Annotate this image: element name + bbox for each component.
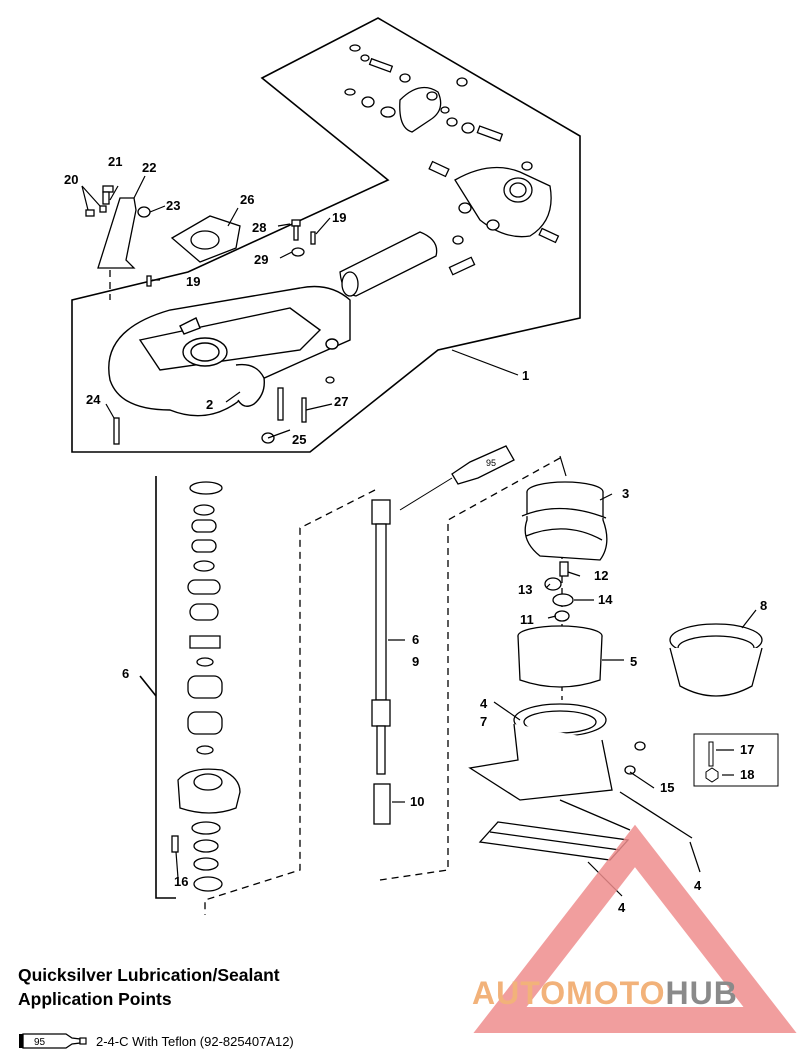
dash-shaft-left [204, 489, 376, 915]
tube-label: 95 [486, 458, 496, 468]
box-17-18 [693, 733, 779, 787]
sleeve [339, 231, 438, 297]
callout-9: 9 [412, 654, 419, 669]
callout-26: 26 [240, 192, 254, 207]
hardware-cluster [344, 44, 560, 276]
callout-27: 27 [334, 394, 348, 409]
watermark-text-part2: HUB [665, 975, 738, 1011]
callout-11: 11 [520, 612, 534, 627]
callout-7: 7 [480, 714, 487, 729]
callout-28: 28 [252, 220, 266, 235]
impeller [521, 481, 608, 561]
callout-19a: 19 [332, 210, 346, 225]
callout-labels: 1 2 20 21 22 23 24 25 26 27 28 29 19 19 … [64, 154, 767, 915]
bearing-group-outline [155, 476, 176, 899]
automotohub-logo [473, 824, 797, 1033]
callout-21: 21 [108, 154, 122, 169]
legend-tube-label: 95 [34, 1037, 46, 1048]
callout-10: 10 [410, 794, 424, 809]
legend-title: Quicksilver Lubrication/Sealant Applicat… [18, 963, 280, 1011]
callout-8: 8 [760, 598, 767, 613]
legend-item-text: 2-4-C With Teflon (92-825407A12) [96, 1033, 294, 1049]
callout-2: 2 [206, 397, 213, 412]
legend-item: 95 2-4-C With Teflon (92-825407A12) [18, 1029, 294, 1053]
callout-1: 1 [522, 368, 529, 383]
callout-4a: 4 [480, 696, 488, 711]
callout-5: 5 [630, 654, 637, 669]
callout-18: 18 [740, 767, 754, 782]
dash-shaft-right [379, 457, 561, 881]
lubricant-tube-icon: 95 [19, 1033, 87, 1049]
callout-4c: 4 [618, 900, 626, 915]
watermark-text-part1: AUTOMOTO [472, 975, 666, 1011]
plate-26 [170, 215, 241, 263]
callout-3: 3 [622, 486, 629, 501]
callout-16: 16 [174, 874, 188, 889]
callout-4b: 4 [694, 878, 702, 893]
callout-24: 24 [86, 392, 101, 407]
callout-6-shaft: 6 [412, 632, 419, 647]
callout-13: 13 [518, 582, 532, 597]
exploded-parts-diagram: 95 [64, 17, 779, 915]
upper-assembly-outline [71, 17, 581, 453]
bearing-group-leader [139, 675, 157, 697]
callout-19b: 19 [186, 274, 200, 289]
callout-15: 15 [660, 780, 674, 795]
pump-base [468, 703, 646, 801]
callout-14: 14 [598, 592, 613, 607]
callout-20: 20 [64, 172, 78, 187]
bearing-stack [171, 481, 241, 892]
watermark-triangle-icon [473, 824, 797, 1033]
legend-title-line2: Application Points [18, 989, 172, 1009]
grate [478, 791, 693, 861]
wear-ring-8 [669, 623, 763, 697]
lubricant-tube: 95 [399, 445, 515, 511]
watermark-text: AUTOMOTOHUB [472, 975, 738, 1012]
callout-6-left: 6 [122, 666, 129, 681]
callout-22: 22 [142, 160, 156, 175]
drive-shaft [371, 499, 391, 825]
callout-17: 17 [740, 742, 754, 757]
callout-12: 12 [594, 568, 608, 583]
callout-29: 29 [254, 252, 268, 267]
impeller-hardware [544, 561, 574, 622]
impeller-liner [517, 625, 603, 688]
callout-25: 25 [292, 432, 306, 447]
callout-23: 23 [166, 198, 180, 213]
pump-housing [108, 285, 351, 417]
legend-title-line1: Quicksilver Lubrication/Sealant [18, 965, 280, 985]
bracket-22 [85, 185, 151, 269]
